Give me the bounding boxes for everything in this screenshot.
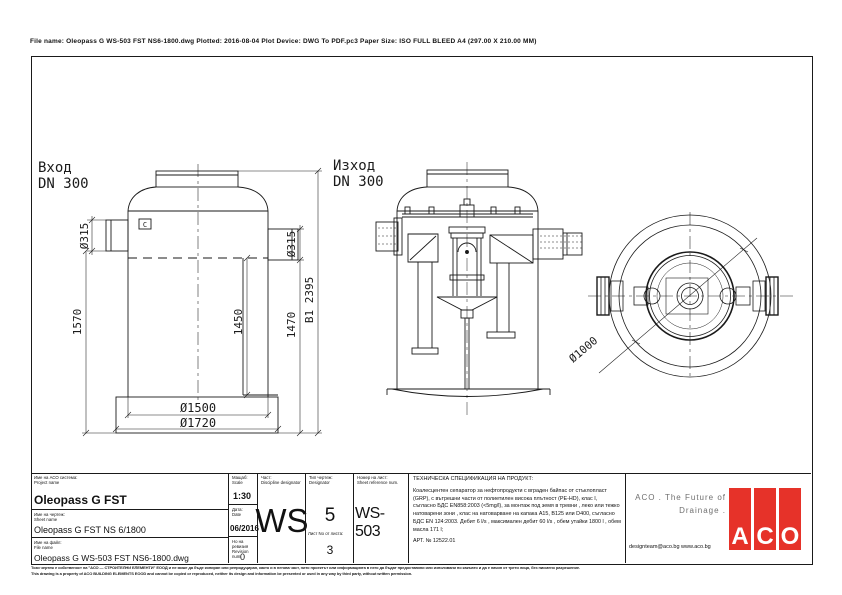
aco-logo-bar-c: C	[754, 488, 776, 550]
dim-b1-2395: B1 2395	[303, 277, 316, 323]
title-block-designator-col: Тип чертеж:Designator 5 Лист No от листа…	[305, 473, 353, 563]
dim-1000: Ø1000	[567, 334, 601, 365]
sheet-ref-label: Номер на лист:Sheet reference num.	[357, 475, 399, 485]
revision-value: 0	[240, 552, 246, 562]
aco-logo-bar-o: O	[779, 488, 801, 550]
title-block-names: Име на АСО система:Project name Oleopass…	[31, 473, 228, 563]
scale-value: 1:30	[233, 491, 252, 501]
discipline-label: Част:Discipline designator	[261, 475, 301, 485]
designator-value: 5	[324, 505, 336, 526]
designator-label: Тип чертеж:Designator	[309, 475, 333, 485]
tech-spec-cell: ТЕХНИЧЕСКА СПЕЦИФИКАЦИЯ НА ПРОДУКТ: Коал…	[408, 473, 625, 563]
aco-cell: ACO . The Future of Drainage . designtea…	[625, 473, 811, 563]
title-block-scale-col: Мащаб:Scale 1:30 Дата:Date 06/2016 Но на…	[228, 473, 259, 563]
sheet-no-label: Лист No от листа:	[308, 531, 344, 536]
section-view-linework	[375, 169, 583, 397]
tech-spec-art-no: АРТ. № 12522.01	[413, 537, 456, 544]
section-view-detail-lines	[378, 162, 582, 416]
title-block-top-border	[31, 473, 811, 474]
aco-logo-bar-a: A	[729, 488, 751, 550]
date-label: Дата:Date	[232, 507, 243, 517]
discipline-value: WS	[255, 502, 309, 539]
drawing-frame	[31, 56, 813, 565]
file-name-value: Oleopass G WS-503 FST NS6-1800.dwg	[34, 553, 189, 563]
aco-slogan: ACO . The Future of Drainage .	[635, 493, 726, 515]
front-view-dimension-lines	[82, 164, 322, 437]
date-value: 06/2016	[230, 524, 259, 533]
top-view-centerlines	[588, 212, 794, 380]
outlet-dn-label: DN 300	[333, 174, 384, 190]
project-name-value: Oleopass G FST	[34, 493, 127, 507]
sheet-name-label: Име на чертеж:Sheet name	[34, 512, 65, 522]
dim-1500: Ø1500	[180, 401, 216, 415]
dim-1570: 1570	[71, 309, 84, 336]
aco-contacts: designteam@aco.bg www.aco.bg	[629, 544, 711, 550]
scale-label: Мащаб:Scale	[232, 475, 248, 485]
tech-spec-title: ТЕХНИЧЕСКА СПЕЦИФИКАЦИЯ НА ПРОДУКТ:	[413, 476, 534, 482]
dim-inlet-dia: Ø315	[78, 223, 91, 250]
file-name-label: Име на файл:File name	[34, 540, 62, 550]
title-block-sheet-ref-col: Номер на лист:Sheet reference num. WS-50…	[353, 473, 408, 563]
copyright-disclaimer: Този чертеж е собственост на "АСО — СТРО…	[31, 565, 580, 576]
outlet-label: Изход	[333, 158, 375, 174]
sheet-name-value: Oleopass G FST NS 6/1800	[34, 525, 146, 535]
inlet-dn-label: DN 300	[38, 176, 89, 192]
dim-1470: 1470	[285, 312, 298, 339]
tech-spec-body: Коалесцентен сепаратор за нефтопродукти …	[413, 487, 621, 533]
project-name-label: Име на АСО система:Project name	[34, 475, 78, 485]
dim-outlet-dia: Ø315	[285, 231, 298, 258]
marker-c-label: C	[143, 221, 147, 229]
dim-1450: 1450	[232, 309, 245, 336]
sheet-ref-value: WS-503	[355, 505, 385, 540]
plot-file-info: File name: Oleopass G WS-503 FST NS6-180…	[30, 38, 537, 45]
title-block-discipline-col: Част:Discipline designator WS	[255, 473, 309, 563]
front-view-linework	[105, 170, 299, 434]
sheet-no-value: 3	[326, 543, 334, 557]
aco-logo: A C O	[729, 488, 801, 550]
inlet-label: Вход	[38, 160, 72, 176]
dim-1720: Ø1720	[180, 416, 216, 430]
